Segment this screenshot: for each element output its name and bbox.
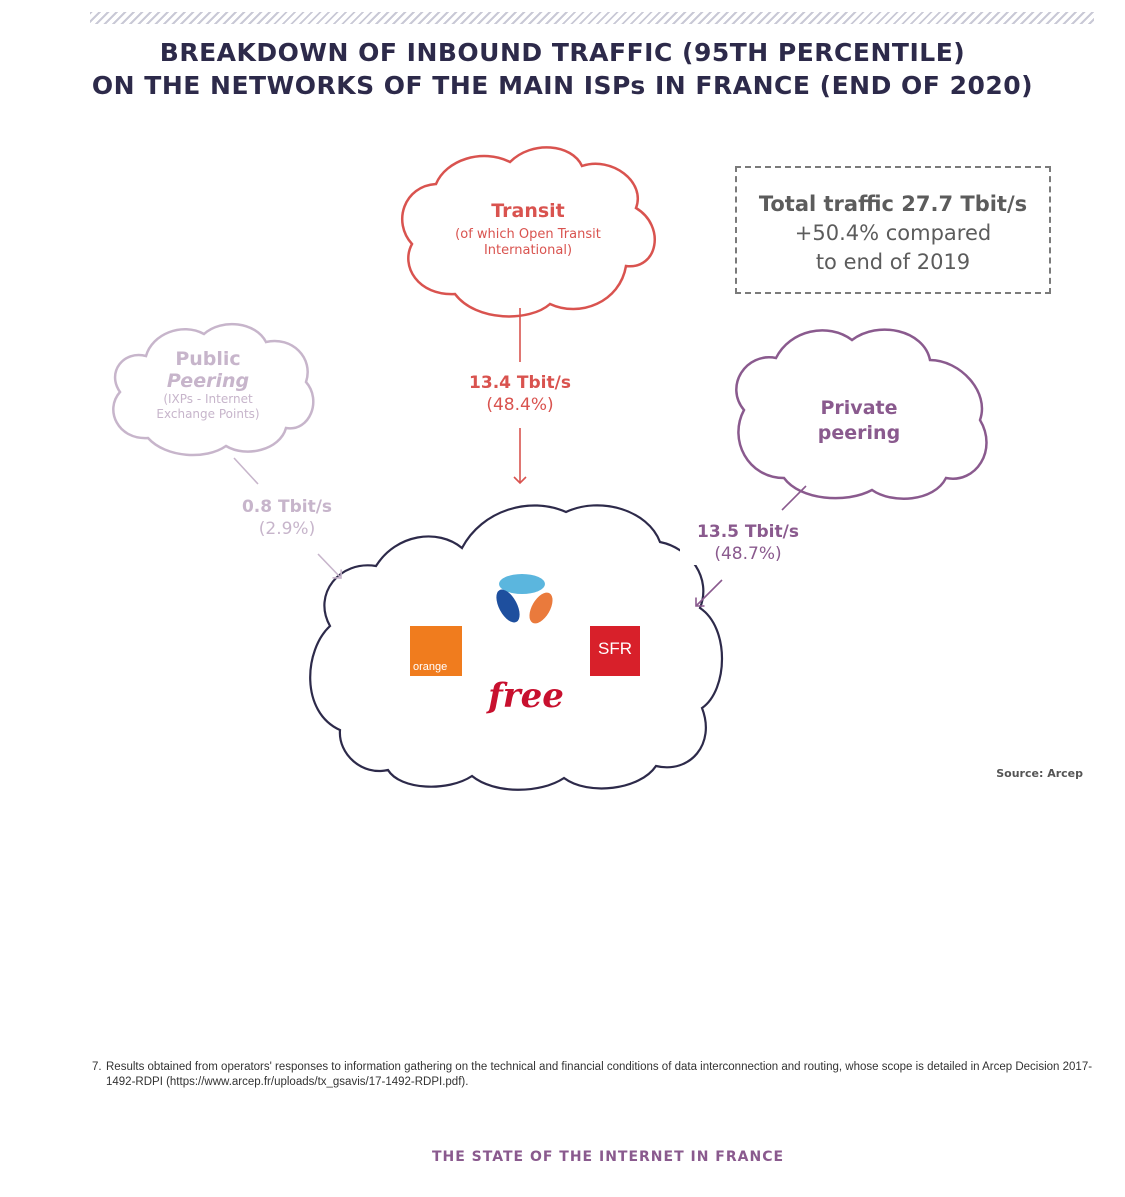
orange-logo: orange	[410, 626, 462, 676]
total-traffic-line-2: +50.4% compared	[794, 221, 992, 245]
public-peering-subtitle-line-2: Exchange Points)	[156, 407, 260, 421]
page-footer: THE STATE OF THE INTERNET IN FRANCE	[431, 1149, 785, 1165]
private-peering-title-line-1: Private	[820, 397, 898, 419]
private-peering-flow-share: (48.7%)	[714, 544, 782, 564]
footnote-text: Results obtained from operators' respons…	[106, 1061, 1093, 1088]
public-peering-subtitle-line-1: (IXPs - Internet	[163, 392, 253, 406]
sfr-logo: SFR	[590, 626, 640, 676]
total-traffic-box: Total traffic 27.7 Tbit/s +50.4% compare…	[735, 166, 1051, 294]
footnote-number: 7.	[92, 1061, 102, 1073]
transit-flow-share: (48.4%)	[486, 395, 554, 415]
transit-flow-value: 13.4 Tbit/s	[469, 373, 571, 393]
private-peering-cloud	[735, 328, 988, 500]
public-peering-flow-share: (2.9%)	[258, 519, 316, 539]
private-peering-title-line-2: peering	[817, 422, 901, 444]
free-logo: free	[488, 676, 564, 716]
public-peering-title-line-2: Peering	[166, 370, 250, 392]
private-peering-flow-label: 13.5 Tbit/s (48.7%)	[680, 521, 816, 565]
private-peering-connector-line	[781, 485, 807, 511]
transit-subtitle-line-1: (of which Open Transit	[455, 227, 601, 242]
footnote: 7. Results obtained from operators' resp…	[92, 1060, 1102, 1090]
source-note: Source: Arcep	[996, 767, 1083, 780]
public-peering-cloud	[112, 322, 315, 457]
header-hatch-decoration	[90, 12, 1094, 24]
public-peering-flow-label: 0.8 Tbit/s (2.9%)	[222, 496, 352, 540]
transit-flow-label: 13.4 Tbit/s (48.4%)	[450, 372, 590, 416]
title-line-2: ON THE NETWORKS OF THE MAIN ISPs IN FRAN…	[91, 71, 1034, 100]
public-peering-title-line-1: Public	[175, 348, 241, 370]
total-traffic-line-1: Total traffic 27.7 Tbit/s	[758, 192, 1028, 216]
transit-subtitle-line-2: International)	[483, 243, 573, 258]
orange-logo-text: orange	[413, 661, 448, 673]
public-peering-flow-value: 0.8 Tbit/s	[241, 497, 333, 517]
private-peering-label-group: Private peering	[780, 396, 938, 446]
transit-label-group: Transit (of which Open Transit Internati…	[430, 200, 626, 259]
public-peering-label-group: Public Peering (IXPs - Internet Exchange…	[128, 348, 288, 422]
sfr-logo-text: SFR	[598, 639, 632, 658]
public-peering-connector-line	[233, 457, 259, 485]
transit-cloud	[401, 146, 656, 318]
bouygues-logo-icon	[496, 574, 553, 624]
total-traffic-line-3: to end of 2019	[815, 250, 971, 274]
transit-title: Transit	[491, 200, 565, 222]
private-peering-arrow	[695, 579, 723, 607]
isp-network-cloud	[309, 504, 724, 791]
title-line-1: BREAKDOWN OF INBOUND TRAFFIC (95TH PERCE…	[159, 38, 966, 67]
private-peering-flow-value: 13.5 Tbit/s	[697, 522, 799, 542]
public-peering-arrow	[317, 553, 342, 579]
